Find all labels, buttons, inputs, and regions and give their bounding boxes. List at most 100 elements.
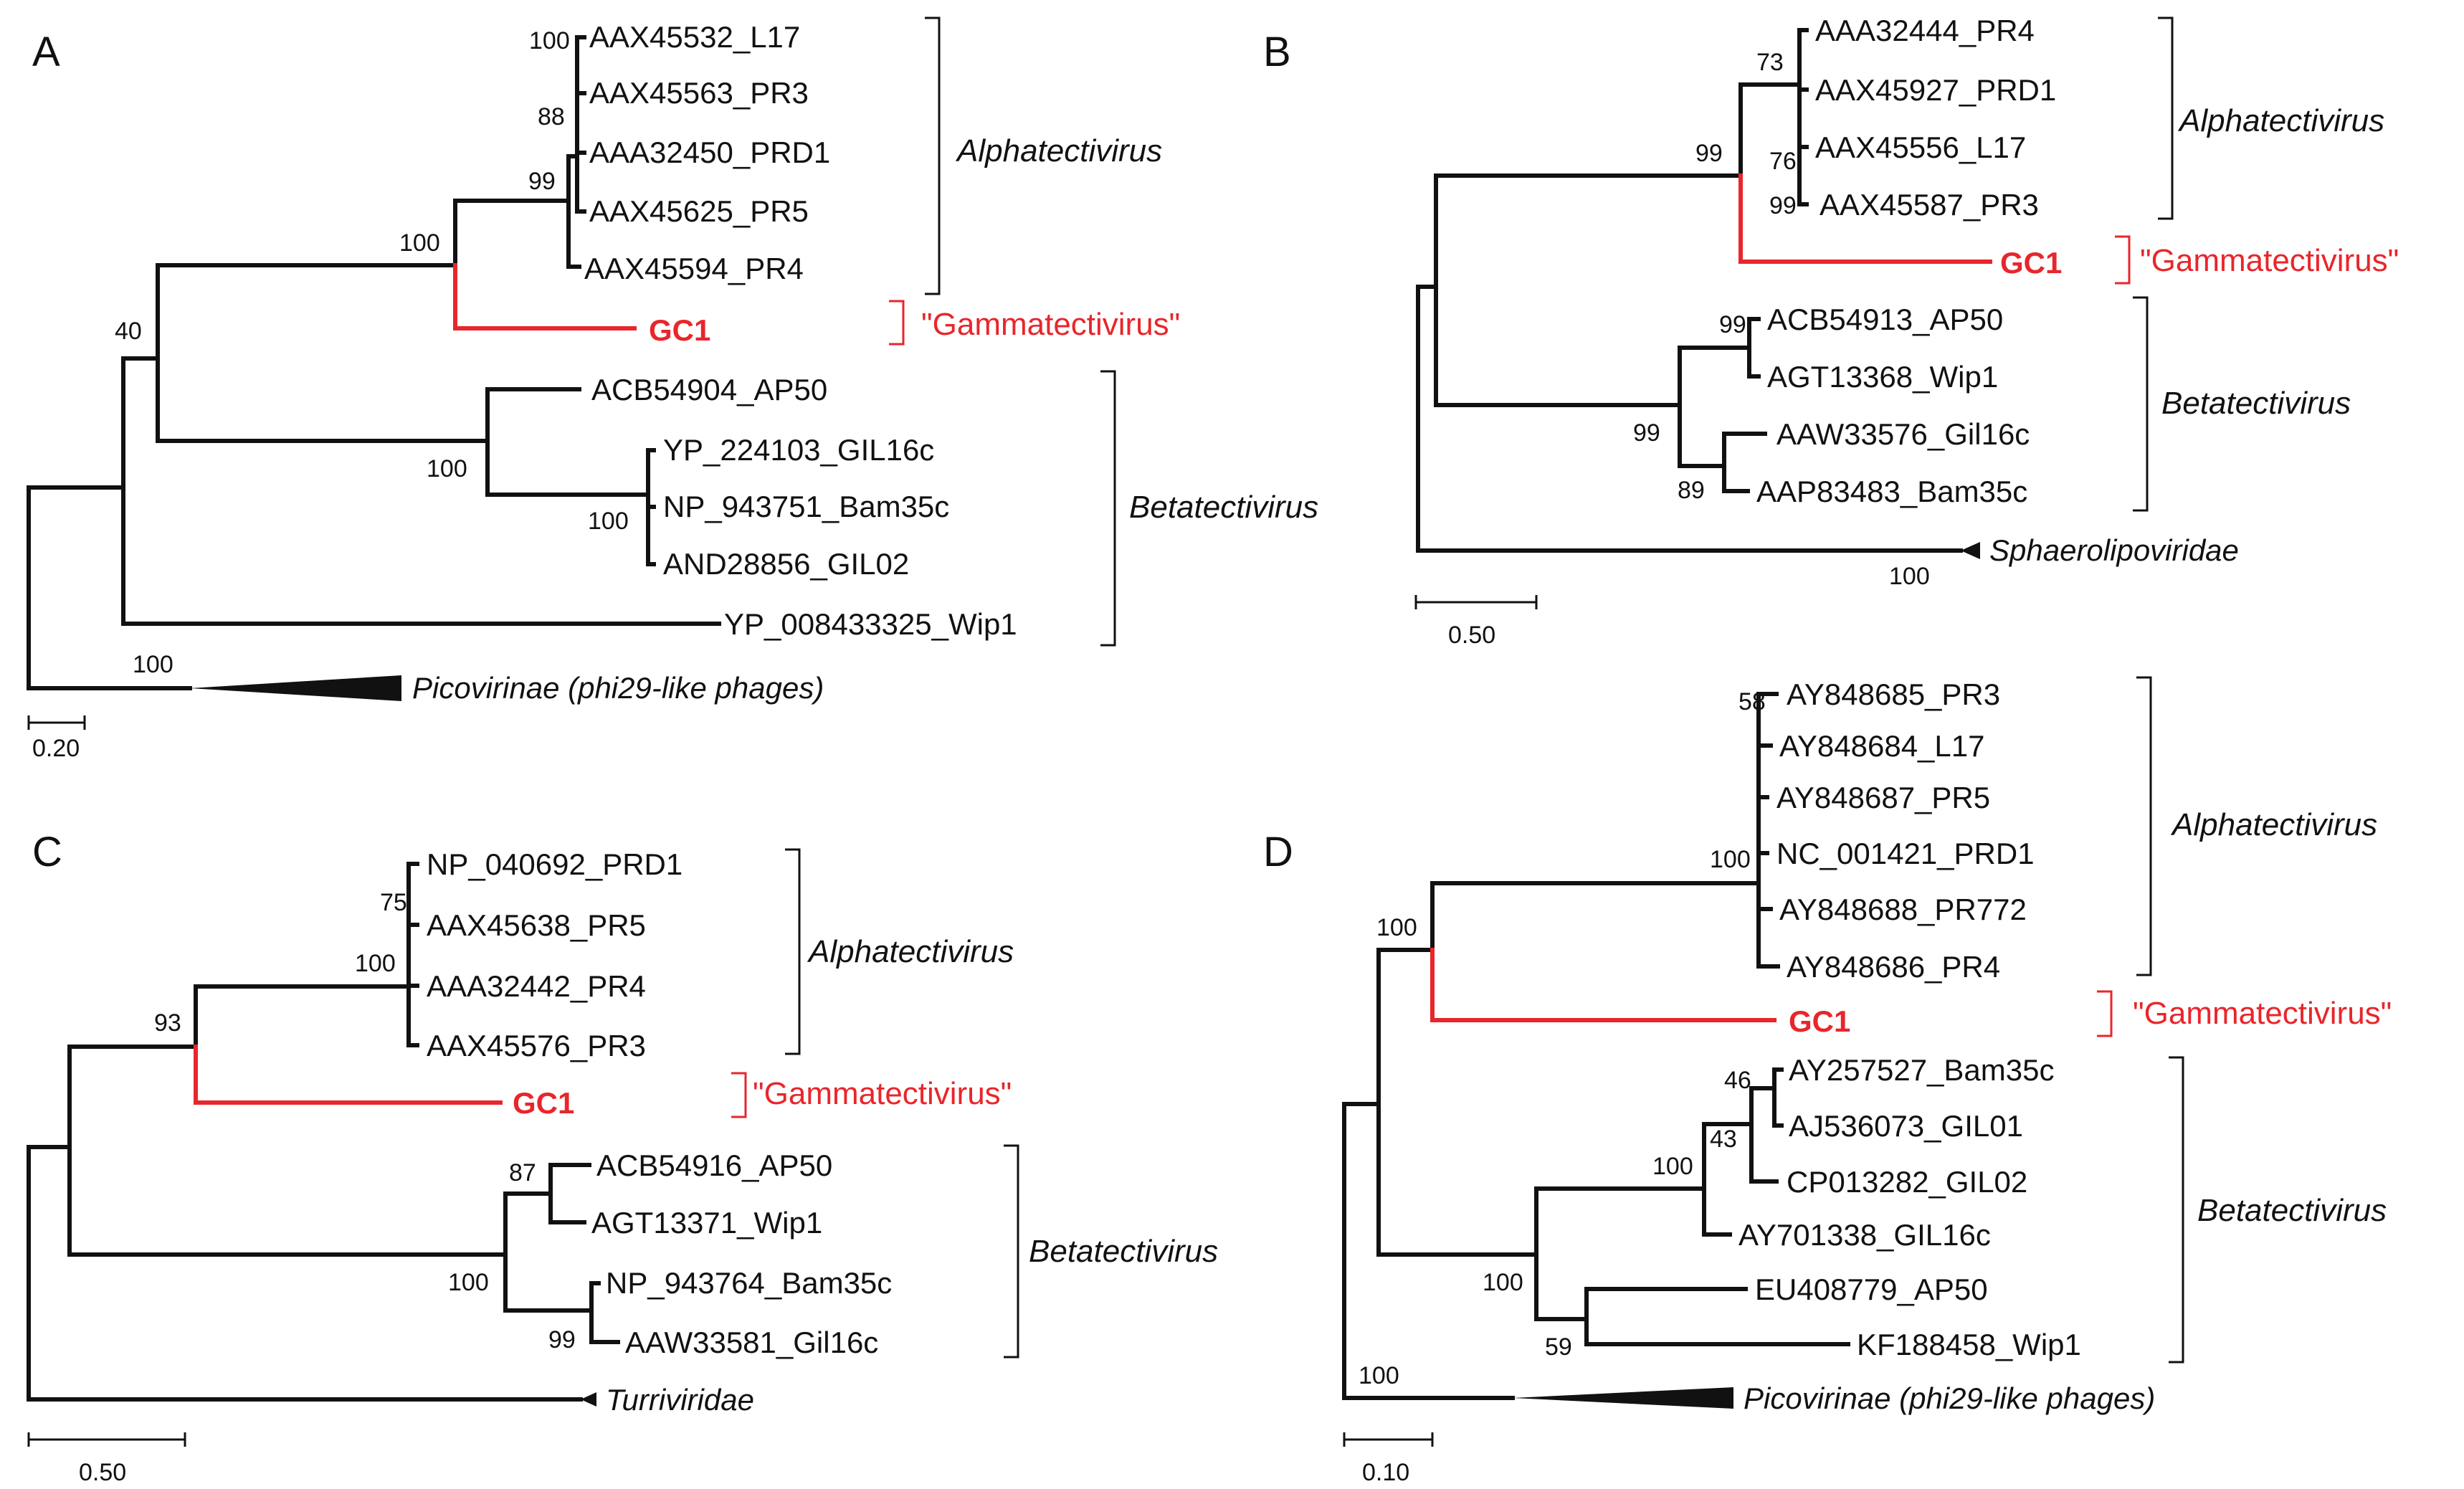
clade-bracket-highlight (2097, 990, 2113, 1037)
bootstrap-value: 59 (1545, 1333, 1572, 1361)
panel-c-bootstrap-values: 75 100 93 87 100 99 (154, 889, 576, 1354)
scale-bar (1343, 1432, 1434, 1447)
bootstrap-value: 100 (448, 1269, 489, 1296)
panel-b-scale-bar: 0.50 (1414, 595, 1538, 649)
panel-b-bootstrap-values: 73 76 99 99 99 99 89 100 (1633, 49, 1930, 590)
bootstrap-value: 99 (1769, 192, 1797, 219)
leaf-label: AAA32444_PR4 (1815, 14, 2035, 47)
scale-bar-label: 0.20 (32, 735, 80, 762)
leaf-label: AGT13368_Wip1 (1767, 360, 1998, 394)
bootstrap-value: 93 (154, 1009, 181, 1037)
leaf-label: AY848685_PR3 (1787, 677, 2000, 711)
clade-bracket-highlight (2115, 235, 2131, 285)
leaf-label: CP013282_GIL02 (1787, 1165, 2027, 1199)
bootstrap-value: 99 (528, 168, 556, 195)
clade-label: Betatectivirus (1029, 1234, 1218, 1269)
leaf-label: AAX45556_L17 (1815, 130, 2026, 164)
leaf-label-highlight: GC1 (513, 1086, 574, 1120)
leaf-label: AAX45594_PR4 (584, 252, 804, 285)
bootstrap-value: 40 (115, 318, 142, 345)
scale-bar-label: 0.50 (1448, 622, 1495, 649)
bootstrap-value: 58 (1738, 688, 1766, 715)
leaf-label-highlight: GC1 (2000, 246, 2062, 280)
leaf-label: AAX45587_PR3 (1820, 188, 2039, 222)
bootstrap-value: 100 (399, 229, 440, 257)
scale-bar (27, 1432, 186, 1447)
bootstrap-value: 89 (1678, 477, 1705, 504)
leaf-label-outgroup: Picovirinae (phi29-like phages) (412, 671, 824, 705)
clade-label: Alphatectivirus (807, 934, 1014, 969)
leaf-label: AY848687_PR5 (1776, 781, 1990, 814)
clade-bracket (2169, 1056, 2184, 1364)
bootstrap-value: 88 (538, 103, 565, 130)
leaf-label-highlight: GC1 (649, 313, 710, 347)
panel-a-leaf-labels: AAX45532_L17 AAX45563_PR3 AAA32450_PRD1 … (412, 20, 1017, 705)
clade-bracket (1004, 1144, 1019, 1359)
panel-a-tree (27, 35, 721, 701)
panel-a: A (27, 16, 1318, 762)
leaf-label: ACB54913_AP50 (1767, 303, 2003, 336)
bootstrap-value: 100 (1359, 1362, 1399, 1389)
panel-d: D (1263, 676, 2392, 1486)
scale-bar (27, 715, 86, 730)
leaf-label: AAW33576_Gil16c (1776, 417, 2030, 451)
leaf-label-highlight: GC1 (1789, 1004, 1850, 1038)
clade-bracket (785, 848, 801, 1055)
bootstrap-value: 100 (1652, 1153, 1693, 1180)
leaf-label: ACB54916_AP50 (596, 1148, 832, 1182)
bootstrap-value: 100 (1889, 563, 1930, 590)
leaf-label: AAX45576_PR3 (427, 1029, 646, 1062)
clade-label-highlight: "Gammatectivirus" (921, 307, 1180, 342)
branch-gc1 (1738, 173, 1992, 264)
clade-label: Betatectivirus (1129, 490, 1318, 525)
panel-d-label: D (1263, 829, 1293, 875)
leaf-label: NP_943764_Bam35c (606, 1266, 892, 1300)
leaf-label: YP_224103_GIL16c (663, 433, 934, 467)
scale-bar (1414, 595, 1538, 609)
bootstrap-value: 100 (355, 950, 396, 977)
leaf-label: AY257527_Bam35c (1789, 1053, 2055, 1087)
bootstrap-value: 100 (588, 508, 629, 535)
bootstrap-value: 100 (1483, 1269, 1523, 1296)
clade-bracket-highlight (731, 1072, 747, 1118)
leaf-label: AAX45625_PR5 (589, 194, 809, 228)
panel-c-scale-bar: 0.50 (27, 1432, 186, 1486)
scale-bar-label: 0.10 (1362, 1459, 1409, 1486)
panel-c-leaf-labels: NP_040692_PRD1 AAX45638_PR5 AAA32442_PR4… (427, 847, 892, 1417)
bootstrap-value: 99 (1719, 311, 1746, 338)
panel-c-tree (27, 862, 620, 1407)
panel-a-scale-bar: 0.20 (27, 715, 86, 762)
clade-bracket (2158, 16, 2174, 220)
clade-label: Alphatectivirus (2177, 103, 2384, 138)
panel-b-label: B (1263, 29, 1291, 75)
leaf-label: AAX45532_L17 (589, 20, 800, 54)
clade-bracket (2136, 676, 2152, 976)
panel-a-bootstrap-values: 100 88 99 100 40 100 100 100 (115, 27, 629, 678)
leaf-label-outgroup: Picovirinae (phi29-like phages) (1744, 1381, 2155, 1415)
clade-bracket (1100, 370, 1116, 647)
leaf-label: AY848688_PR772 (1779, 893, 2027, 926)
leaf-label: AY848684_L17 (1779, 729, 1985, 763)
leaf-label: AND28856_GIL02 (663, 547, 909, 581)
leaf-label: AY848686_PR4 (1787, 950, 2000, 984)
panel-a-label: A (32, 29, 60, 75)
leaf-label: AAW33581_Gil16c (625, 1326, 878, 1359)
panel-d-tree (1342, 692, 1850, 1409)
bootstrap-value: 43 (1710, 1126, 1737, 1153)
leaf-label: AJ536073_GIL01 (1789, 1109, 2023, 1143)
clade-label-highlight: "Gammatectivirus" (2133, 996, 2392, 1031)
clade-label: Betatectivirus (2197, 1193, 2387, 1228)
bootstrap-value: 100 (133, 651, 173, 678)
bootstrap-value: 100 (1710, 846, 1751, 873)
leaf-label: NP_943751_Bam35c (663, 490, 949, 523)
leaf-label: AAA32450_PRD1 (589, 135, 830, 169)
leaf-label: AAX45563_PR3 (589, 76, 809, 110)
branch-gc1 (453, 263, 637, 330)
scale-bar-label: 0.50 (79, 1459, 126, 1486)
panel-b-clade-brackets: Alphatectivirus "Gammatectivirus" Betate… (2115, 16, 2399, 512)
clade-bracket (2133, 296, 2149, 512)
bootstrap-value: 76 (1769, 148, 1797, 175)
collapsed-clade-triangle (1513, 1387, 1733, 1409)
panel-a-clade-brackets: Alphatectivirus "Gammatectivirus" Betate… (889, 16, 1318, 647)
